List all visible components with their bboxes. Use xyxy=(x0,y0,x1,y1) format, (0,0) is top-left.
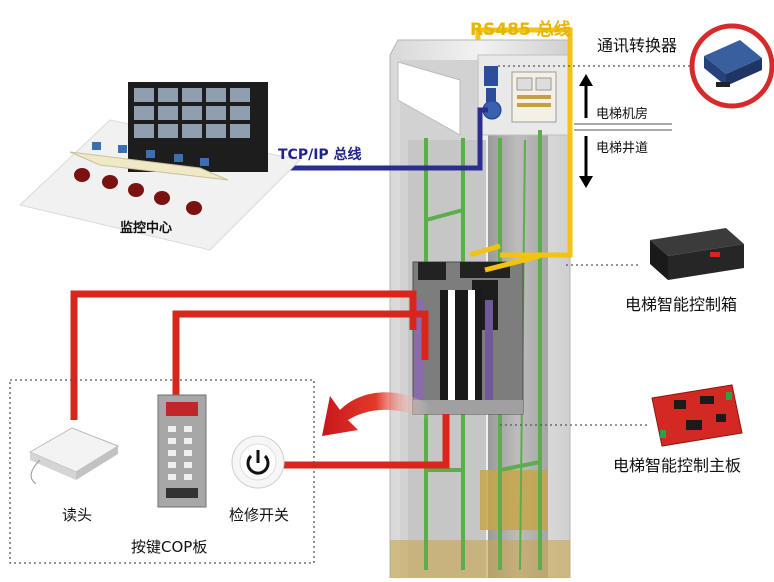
terminal-devices-area xyxy=(9,379,315,564)
monitoring-center xyxy=(18,82,302,251)
level-separator xyxy=(574,123,672,131)
rs485-bus-label: RS485 总线 xyxy=(470,20,571,40)
tcpip-bus-label: TCP/IP 总线 xyxy=(278,147,362,163)
control-board-device xyxy=(651,384,743,447)
up-arrow-icon xyxy=(579,74,593,118)
maintenance-switch-label: 检修开关 xyxy=(229,506,290,524)
control-box-label: 电梯智能控制箱 xyxy=(625,295,738,314)
card-reader-device xyxy=(28,427,120,485)
rs485-bus-line xyxy=(469,27,573,273)
down-arrow-icon xyxy=(579,136,593,188)
signal-lines xyxy=(70,290,450,469)
control-box-device xyxy=(650,228,744,280)
maintenance-switch-device xyxy=(231,435,285,489)
elevator-car xyxy=(412,261,524,415)
card-reader-label: 读头 xyxy=(62,506,93,524)
comm-converter-label: 通讯转换器 xyxy=(597,36,678,55)
direction-arrow xyxy=(322,392,430,436)
power-icon xyxy=(246,450,270,475)
monitoring-center-label: 监控中心 xyxy=(120,221,173,236)
comm-converter-device xyxy=(689,23,774,109)
control-board-label: 电梯智能控制主板 xyxy=(613,456,742,475)
cop-panel-device xyxy=(157,394,207,508)
machine-room-label: 电梯机房 xyxy=(596,107,649,122)
hoistway-label: 电梯井道 xyxy=(596,141,649,156)
tcpip-bus-line xyxy=(222,107,488,171)
cop-panel-label: 按键COP板 xyxy=(131,538,208,556)
callout-lines xyxy=(498,65,694,426)
